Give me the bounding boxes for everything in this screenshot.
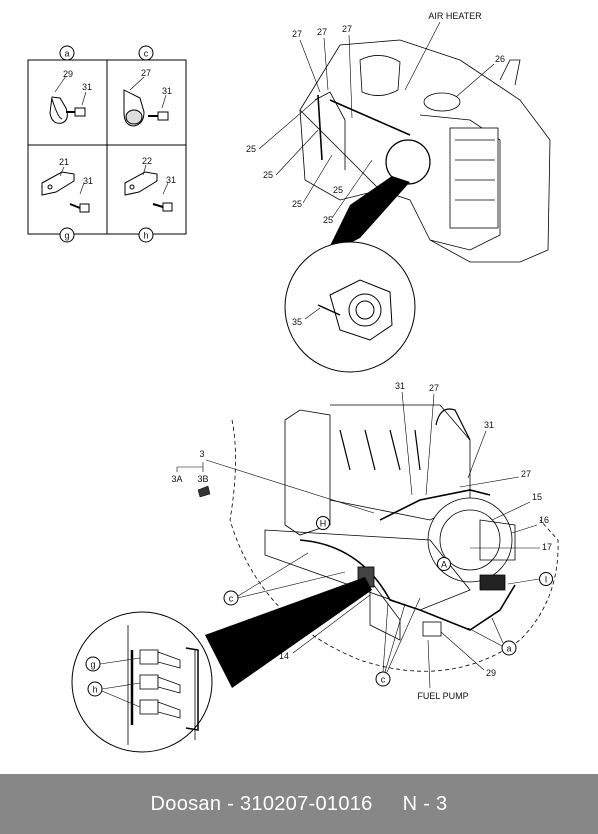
svg-text:c: c <box>144 49 149 59</box>
svg-text:31: 31 <box>162 86 172 96</box>
svg-text:16: 16 <box>539 515 549 525</box>
svg-text:27: 27 <box>521 469 531 479</box>
circle-h: h <box>87 681 103 697</box>
wiring-diagram: a 29 31 c 27 31 g 21 31 h <box>27 11 559 753</box>
top-engine-view <box>299 39 551 263</box>
connector-zoom: g h <box>71 577 372 753</box>
svg-text:h: h <box>143 231 148 241</box>
svg-text:27: 27 <box>141 68 151 78</box>
alternator-zoom: 35 <box>284 139 431 373</box>
svg-text:31: 31 <box>484 420 494 430</box>
fuel-pump-label: FUEL PUMP <box>417 691 468 701</box>
svg-text:H: H <box>320 519 327 529</box>
svg-text:31: 31 <box>395 381 405 391</box>
detail-box-a: a 29 31 <box>49 45 92 124</box>
svg-text:g: g <box>90 660 95 670</box>
svg-text:25: 25 <box>263 170 273 180</box>
svg-text:25: 25 <box>292 199 302 209</box>
circle-a: a <box>501 640 517 656</box>
svg-text:a: a <box>64 49 69 59</box>
footer-part-number: 310207-01016 <box>239 792 373 815</box>
svg-text:3B: 3B <box>197 474 208 484</box>
footer-separator: - <box>221 792 240 815</box>
svg-text:27: 27 <box>342 24 352 34</box>
air-heater-label: AIR HEATER <box>428 11 482 21</box>
svg-text:25: 25 <box>246 144 256 154</box>
svg-text:15: 15 <box>532 492 542 502</box>
svg-text:I: I <box>545 575 548 585</box>
svg-text:27: 27 <box>317 27 327 37</box>
svg-text:35: 35 <box>292 317 302 327</box>
svg-text:21: 21 <box>59 157 69 167</box>
svg-text:29: 29 <box>486 668 496 678</box>
svg-text:3: 3 <box>199 449 204 459</box>
circle-c-left: c <box>223 590 239 606</box>
circle-c-bottom: c <box>375 671 391 687</box>
svg-text:27: 27 <box>429 383 439 393</box>
svg-text:22: 22 <box>142 156 152 166</box>
svg-text:26: 26 <box>495 54 505 64</box>
svg-text:29: 29 <box>63 69 73 79</box>
circle-g: g <box>85 656 101 672</box>
svg-text:14: 14 <box>279 651 289 661</box>
detail-box-c: c 27 31 <box>123 45 172 127</box>
svg-text:25: 25 <box>333 185 343 195</box>
footer-page: N - 3 <box>402 792 448 815</box>
svg-text:A: A <box>441 560 447 570</box>
detail-box-g: g 21 31 <box>41 157 93 243</box>
top-view-labels: AIR HEATER 27 27 27 26 25 25 25 25 25 <box>246 11 505 225</box>
bottom-view-labels: 3 3A 3B 31 27 31 27 15 16 17 14 29 FUEL … <box>171 381 553 701</box>
svg-text:25: 25 <box>323 215 333 225</box>
svg-text:17: 17 <box>542 542 552 552</box>
svg-text:g: g <box>64 231 69 241</box>
svg-text:h: h <box>92 685 97 695</box>
svg-text:a: a <box>506 644 511 654</box>
svg-text:27: 27 <box>292 29 302 39</box>
detail-box-grid <box>27 59 187 235</box>
svg-text:31: 31 <box>82 82 92 92</box>
footer-brand: Doosan <box>150 792 222 815</box>
svg-text:31: 31 <box>83 176 93 186</box>
detail-box-h: h 22 31 <box>124 156 176 243</box>
circle-I: I <box>539 572 553 586</box>
bottom-engine-view <box>229 404 559 672</box>
svg-text:31: 31 <box>166 175 176 185</box>
svg-text:c: c <box>229 594 234 604</box>
footer-bar: Doosan - 310207-01016 N - 3 <box>0 774 598 834</box>
svg-text:3A: 3A <box>171 474 182 484</box>
circle-A: A <box>437 557 451 571</box>
circle-H: H <box>316 516 330 530</box>
svg-text:c: c <box>381 675 386 685</box>
